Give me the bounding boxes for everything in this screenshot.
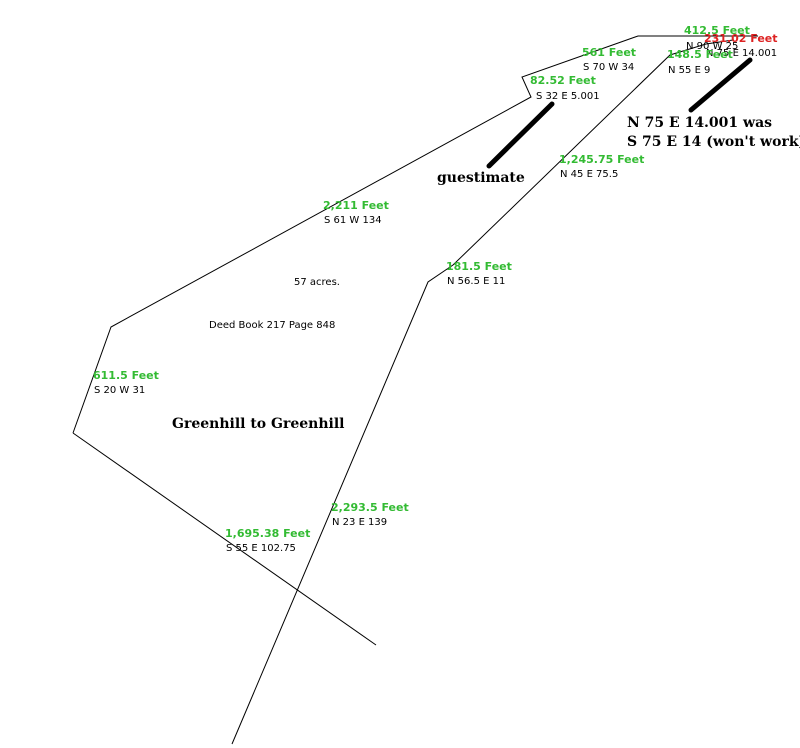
correction-note-line2: S 75 E 14 (won't work)	[627, 134, 800, 150]
segment-148-distance: 148.5 Feet	[667, 48, 733, 61]
segment-231-distance: 231.02 Feet	[704, 32, 778, 45]
segment-412-distance: 412.5 Feet	[684, 24, 750, 37]
segment-412-bearing: N 90 W 25	[686, 41, 739, 52]
segment-1245-distance: 1,245.75 Feet	[559, 153, 645, 166]
boundary-inner	[231, 39, 734, 745]
segment-611-distance: 611.5 Feet	[93, 369, 159, 382]
guestimate-note: guestimate	[437, 170, 525, 186]
correction-note-line1: N 75 E 14.001 was	[627, 115, 773, 131]
correction-pointer	[688, 57, 753, 113]
boundary-bottom	[72, 432, 377, 646]
plat-title: Greenhill to Greenhill	[172, 416, 345, 432]
segment-561-bearing: S 70 W 34	[583, 62, 635, 73]
segment-181-distance: 181.5 Feet	[446, 260, 512, 273]
segment-82-distance: 82.52 Feet	[530, 74, 596, 87]
segment-2293-bearing: N 23 E 139	[332, 517, 388, 528]
segment-561-distance: 561 Feet	[582, 46, 637, 59]
segment-181-bearing: N 56.5 E 11	[447, 276, 506, 287]
segment-2211-distance: 2,211 Feet	[323, 199, 389, 212]
boundary-outer	[72, 35, 758, 434]
deed-reference: Deed Book 217 Page 848	[209, 320, 336, 331]
segment-231-bearing: N 75 E 14.001	[706, 48, 778, 59]
segment-82-bearing: S 32 E 5.001	[536, 91, 600, 102]
segment-2293-distance: 2,293.5 Feet	[331, 501, 409, 514]
segment-1695-distance: 1,695.38 Feet	[225, 527, 311, 540]
segment-1695-bearing: S 55 E 102.75	[226, 543, 296, 554]
segment-148-bearing: N 55 E 9	[668, 65, 711, 76]
segment-2211-bearing: S 61 W 134	[324, 215, 382, 226]
segment-611-bearing: S 20 W 31	[94, 385, 146, 396]
segment-1245-bearing: N 45 E 75.5	[560, 169, 619, 180]
acreage-note: 57 acres.	[294, 277, 340, 288]
guestimate-pointer	[486, 101, 555, 169]
